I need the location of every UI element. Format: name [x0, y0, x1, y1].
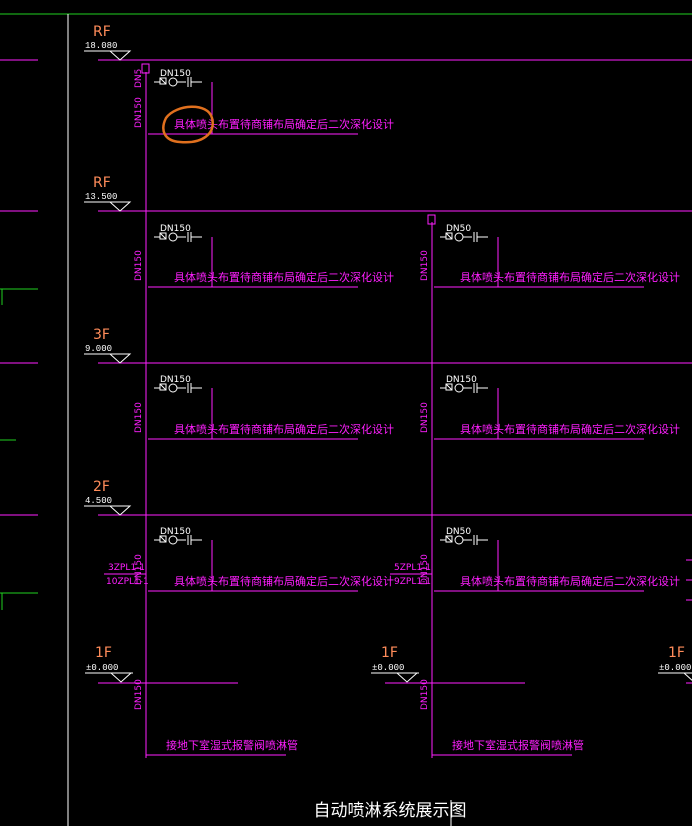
- riser-label-left-top: 3ZPL1-1: [108, 563, 145, 573]
- pipe-size-below-left: DN150: [134, 679, 144, 710]
- riser-label-right-bottom: 9ZPL1-1: [394, 577, 431, 587]
- sprinkler-note: 具体喷头布置待商铺布局确定后二次深化设计: [174, 117, 394, 131]
- top-pipe-size: DN5: [134, 69, 144, 88]
- level-name: 2F: [93, 479, 110, 495]
- branch-size: DN150: [160, 69, 191, 79]
- branch-size: DN50: [446, 527, 471, 537]
- flow-switch-symbol: [454, 232, 464, 242]
- level-triangle: [682, 672, 692, 681]
- level-name: 1F: [95, 645, 112, 661]
- branch-size: DN50: [446, 224, 471, 234]
- basement-note-left: 接地下室湿式报警阀喷淋管: [166, 738, 298, 752]
- level-elevation: 13.500: [85, 192, 117, 202]
- left-green-stubs: [0, 288, 38, 610]
- valve-symbol: [445, 535, 453, 543]
- level-elevation: 18.080: [85, 41, 117, 51]
- level-elevation: ±0.000: [372, 663, 404, 673]
- branch-size: DN150: [446, 375, 477, 385]
- level-triangle: [108, 505, 132, 516]
- sprinkler-note: 具体喷头布置待商铺布局确定后二次深化设计: [460, 270, 680, 284]
- branches: DN150具体喷头布置待商铺布局确定后二次深化设计DN150DN150具体喷头布…: [134, 69, 680, 592]
- branch-assembly: DN150 具体喷头布置待商铺布局确定后二次深化设计 DN150: [134, 69, 394, 135]
- level-elevation: 9.000: [85, 344, 112, 354]
- right-edge-partial: [686, 559, 692, 684]
- branch-assembly: DN50 具体喷头布置待商铺布局确定后二次深化设计 DN150: [420, 224, 680, 288]
- branch-size: DN150: [160, 375, 191, 385]
- branch-size: DN150: [160, 527, 191, 537]
- riser-size: DN150: [420, 554, 430, 585]
- flow-switch-symbol: [168, 535, 178, 545]
- ground-level-label: 1F ±0.000: [658, 645, 692, 681]
- ground-level-label: 1F ±0.000: [371, 645, 419, 683]
- diagram-title: 自动喷淋系统展示图: [314, 801, 467, 821]
- level-name: 3F: [93, 327, 110, 343]
- level-label: 3F9.000: [84, 327, 132, 364]
- valve-symbol: [159, 383, 167, 391]
- branch-assembly: DN50 具体喷头布置待商铺布局确定后二次深化设计 DN150: [420, 527, 680, 592]
- level-elevation: ±0.000: [86, 663, 118, 673]
- valve-symbol: [445, 232, 453, 240]
- basement-connection-left: 接地下室湿式报警阀喷淋管: [146, 738, 298, 756]
- level-name: 1F: [668, 645, 685, 661]
- ground-level-label: 1F ±0.000: [85, 645, 133, 683]
- valve-symbol: [159, 77, 167, 85]
- riser-label-left: 3ZPL1-1 10ZPL1-1: [104, 563, 149, 587]
- valve-symbol: [159, 535, 167, 543]
- basement-note-right: 接地下室湿式报警阀喷淋管: [452, 738, 584, 752]
- level-name: RF: [93, 24, 111, 40]
- branch-assembly: DN150 具体喷头布置待商铺布局确定后二次深化设计 DN150: [134, 375, 394, 440]
- branch-assembly: DN150 具体喷头布置待商铺布局确定后二次深化设计 DN150: [134, 224, 394, 288]
- level-elevation: 4.500: [85, 496, 112, 506]
- riser-size: DN150: [134, 250, 144, 281]
- risers: [141, 63, 436, 758]
- level-labels: RF18.080RF13.5003F9.0002F4.5001F±0.0001F…: [84, 24, 692, 683]
- sprinkler-note: 具体喷头布置待商铺布局确定后二次深化设计: [174, 270, 394, 284]
- riser-size: DN150: [134, 402, 144, 433]
- sprinkler-note: 具体喷头布置待商铺布局确定后二次深化设计: [460, 422, 680, 436]
- level-triangle: [109, 672, 133, 683]
- level-name: RF: [93, 175, 111, 191]
- riser-left-cap: [141, 63, 150, 74]
- floor-lines: [98, 59, 692, 684]
- level-name: 1F: [381, 645, 398, 661]
- valve-symbol: [445, 383, 453, 391]
- riser-size: DN150: [420, 402, 430, 433]
- level-triangle: [108, 201, 132, 212]
- flow-switch-symbol: [454, 535, 464, 545]
- pipe-size-below-right: DN150: [420, 679, 430, 710]
- branch-size: DN150: [160, 224, 191, 234]
- level-triangle: [108, 353, 132, 364]
- level-label: 2F4.500: [84, 479, 132, 516]
- level-elevation: ±0.000: [659, 663, 691, 673]
- flow-switch-symbol: [168, 232, 178, 242]
- left-margin-stubs: [0, 59, 38, 516]
- sprinkler-note: 具体喷头布置待商铺布局确定后二次深化设计: [174, 574, 394, 588]
- basement-connection-right: 接地下室湿式报警阀喷淋管: [432, 738, 584, 756]
- riser-size: DN150: [134, 97, 144, 128]
- riser-label-right: 5ZPL1-1 9ZPL1-1: [390, 563, 432, 587]
- annotation-circle: [162, 105, 214, 144]
- riser-size: DN150: [420, 250, 430, 281]
- branch-assembly: DN150 具体喷头布置待商铺布局确定后二次深化设计 DN150: [420, 375, 680, 440]
- flow-switch-symbol: [168, 77, 178, 87]
- level-triangle: [395, 672, 419, 683]
- riser-label-right-top: 5ZPL1-1: [394, 563, 431, 573]
- flow-switch-symbol: [168, 383, 178, 393]
- sprinkler-note: 具体喷头布置待商铺布局确定后二次深化设计: [174, 422, 394, 436]
- riser-label-left-bottom: 10ZPL1-1: [106, 577, 149, 587]
- flow-switch-symbol: [454, 383, 464, 393]
- sprinkler-note: 具体喷头布置待商铺布局确定后二次深化设计: [460, 574, 680, 588]
- valve-symbol: [159, 232, 167, 240]
- branch-assembly: DN150 具体喷头布置待商铺布局确定后二次深化设计 DN150: [134, 527, 394, 592]
- riser-right-cap: [427, 214, 436, 225]
- riser-size: DN150: [134, 554, 144, 585]
- level-triangle: [108, 50, 132, 61]
